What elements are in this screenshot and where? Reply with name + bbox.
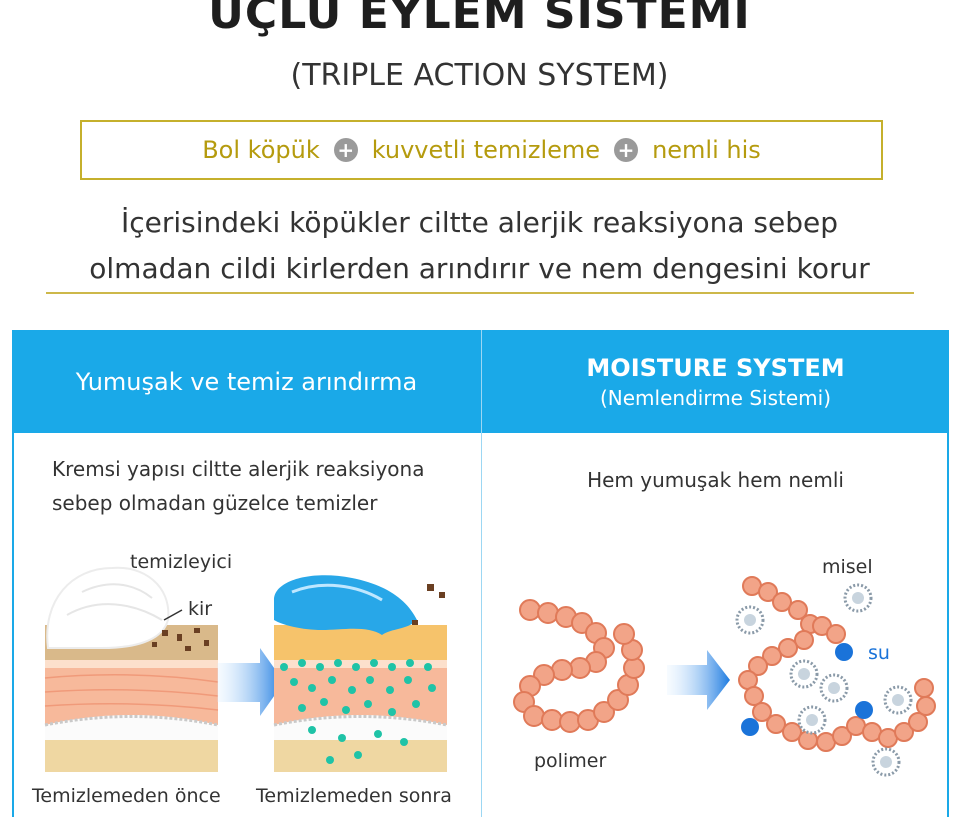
label-water: su (868, 642, 890, 664)
panel-divider (481, 330, 482, 817)
water-droplets (741, 643, 873, 736)
transition-arrow (217, 648, 284, 716)
description-underline (46, 292, 914, 294)
description-line-1: İçerisindeki köpükler ciltte alerjik rea… (120, 206, 839, 239)
right-panel-heading: MOISTURE SYSTEM (586, 353, 845, 382)
features-box: Bol köpük + kuvvetli temizleme + nemli h… (80, 120, 883, 180)
left-panel-header: Yumuşak ve temiz arındırma (12, 330, 481, 433)
moisture-arrow (667, 650, 730, 710)
page-subtitle: (TRIPLE ACTION SYSTEM) (290, 58, 669, 93)
right-panel-header: MOISTURE SYSTEM (Nemlendirme Sistemi) (482, 330, 949, 433)
feature-moisture: nemli his (652, 136, 761, 164)
skin-after-graphic (273, 575, 448, 772)
label-polymer: polimer (534, 750, 607, 772)
description-line-2: olmadan cildi kirlerden arındırır ve nem… (89, 252, 870, 285)
right-panel-subheading: (Nemlendirme Sistemi) (599, 385, 831, 410)
label-cleanser: temizleyici (130, 551, 233, 573)
panel-right-border (947, 433, 949, 817)
moisture-illustration (513, 576, 936, 777)
info-panel: Yumuşak ve temiz arındırma MOISTURE SYST… (12, 330, 949, 817)
label-micelle: misel (822, 556, 873, 578)
feature-cleansing: kuvvetli temizleme (371, 136, 601, 164)
left-text-line-1: Kremsi yapısı ciltte alerjik reaksiyona (52, 457, 425, 481)
feature-foam: Bol köpük (202, 136, 320, 164)
label-dirt: kir (188, 598, 213, 620)
left-text-line-2: sebep olmadan güzelce temizler (52, 491, 378, 515)
cleansing-particles (280, 659, 436, 764)
page-title: ÜÇLÜ EYLEM SİSTEMİ (208, 0, 751, 39)
plus-icon: + (614, 138, 639, 162)
polymer-chain-loose-graphic (738, 576, 936, 752)
skin-before-graphic (44, 566, 219, 772)
caption-after: Temizlemeden sonra (256, 785, 452, 807)
description: İçerisindeki köpükler ciltte alerjik rea… (0, 200, 959, 292)
panel-left-border (12, 433, 14, 817)
plus-icon: + (333, 138, 358, 162)
polymer-chain-graphic (513, 599, 645, 733)
caption-before: Temizlemeden önce (32, 785, 221, 807)
left-panel-text: Kremsi yapısı ciltte alerjik reaksiyona … (52, 452, 424, 520)
skin-illustration (44, 566, 448, 772)
left-panel-heading: Yumuşak ve temiz arındırma (75, 367, 418, 396)
right-panel-text: Hem yumuşak hem nemli (587, 468, 844, 492)
micelle-group (735, 583, 913, 777)
